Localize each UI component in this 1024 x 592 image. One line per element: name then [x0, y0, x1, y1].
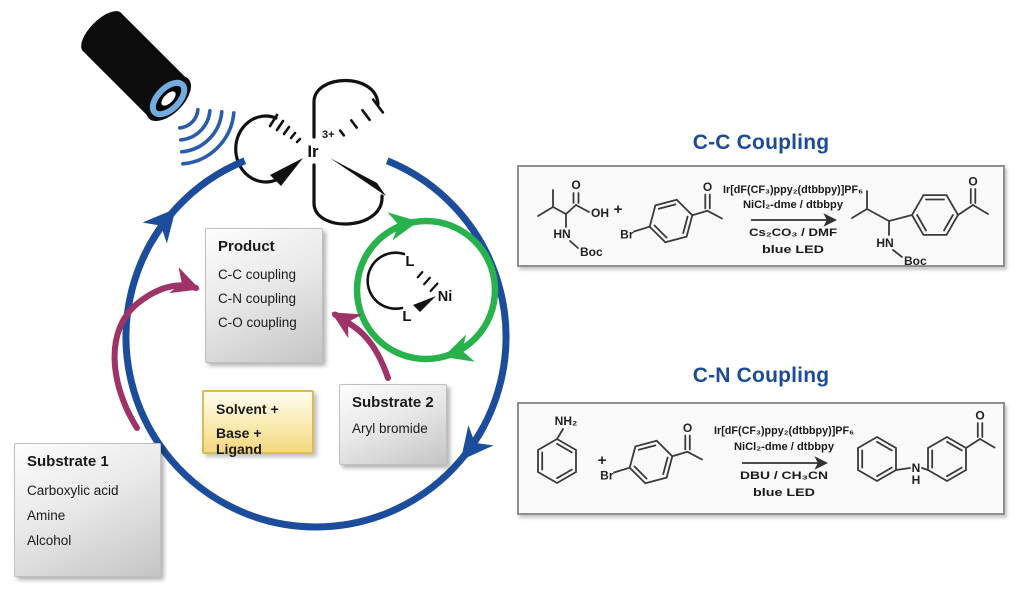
- blue-led-label: blue LED: [753, 487, 815, 499]
- cn-reaction-conditions: Ir[dF(CF₃)ppy₂(dtbbpy)]PF₆ NiCl₂-dme / d…: [714, 425, 854, 499]
- substrate1-box: Substrate 1 Carboxylic acid Amine Alcoho…: [14, 443, 161, 577]
- photocatalytic-cycle-graphic: Ir 3+ L L Ni: [81, 11, 510, 531]
- photocatalyst-label: Ir[dF(CF₃)ppy₂(dtbbpy)]PF₆: [723, 184, 863, 196]
- wedge-bond: [413, 296, 436, 312]
- nitrogen-label: N: [912, 461, 921, 475]
- blue-led-label: blue LED: [762, 244, 824, 256]
- nickel-catalyst-label: NiCl₂-dme / dtbbpy: [734, 441, 835, 453]
- iridium-charge: 3+: [322, 129, 335, 141]
- solvent-line: Base + Ligand: [216, 425, 262, 457]
- hashed-bond: [268, 98, 385, 144]
- base-solvent-label: DBU / CH₃CN: [740, 470, 828, 482]
- wedge-bond: [330, 158, 386, 196]
- ligand-label-bottom: L: [402, 308, 411, 325]
- substrate1-box-item: Amine: [27, 508, 66, 523]
- cc-coupling-scheme-box: O OH HN Boc + Br O: [517, 165, 1005, 267]
- cn-coupling-scheme-graphic: NH₂ + Br O Ir[dF(CF₃)ppy₂(dtbbpy)]PF₆: [537, 409, 996, 499]
- product-box-item: C-N coupling: [218, 291, 297, 306]
- boc-label: Boc: [904, 254, 927, 265]
- iridium-symbol: Ir: [307, 142, 319, 161]
- amine-label: HN: [876, 236, 893, 250]
- solvent-base-ligand-box: Solvent + Base + Ligand: [202, 390, 314, 457]
- product-box: Product C-C coupling C-N coupling C-O co…: [205, 228, 323, 363]
- nickel-symbol: Ni: [438, 289, 453, 305]
- base-solvent-label: Cs₂CO₃ / DMF: [749, 227, 837, 239]
- nickel-complex: L L Ni: [366, 251, 453, 325]
- substrate1-to-product-arrow: [111, 267, 200, 431]
- solvent-line: Solvent +: [216, 401, 279, 417]
- boc-valine-structure: O OH HN Boc: [537, 178, 609, 259]
- plus-sign: +: [598, 452, 607, 469]
- oxygen-label: O: [968, 175, 977, 189]
- nickel-cycle-circle: [353, 212, 499, 363]
- substrate2-box: Substrate 2 Aryl bromide: [339, 384, 447, 465]
- substrate1-box-item: Alcohol: [27, 533, 72, 548]
- boc-label: Boc: [580, 245, 603, 259]
- oxygen-label: O: [571, 178, 580, 192]
- cn-coupling-scheme-box: NH₂ + Br O Ir[dF(CF₃)ppy₂(dtbbpy)]PF₆: [517, 402, 1005, 515]
- oxygen-label: O: [683, 421, 692, 435]
- cn-product-structure: N H O: [857, 409, 996, 487]
- aryl-bromide-structure: Br O: [600, 421, 703, 485]
- hydrogen-label: H: [912, 473, 921, 487]
- substrate2-box-item: Aryl bromide: [352, 421, 428, 436]
- product-box-item: C-O coupling: [218, 315, 297, 330]
- amine-label: NH₂: [555, 414, 578, 428]
- hydroxyl-label: OH: [591, 206, 609, 220]
- amine-label: HN: [553, 227, 570, 241]
- oxygen-label: O: [975, 409, 984, 423]
- cc-coupling-title: C-C Coupling: [692, 131, 830, 154]
- bromine-label: Br: [620, 228, 634, 242]
- nickel-to-product-arrow: [331, 311, 391, 381]
- ligand-label-top: L: [405, 253, 414, 270]
- plus-sign: +: [614, 201, 623, 218]
- substrate2-box-title: Substrate 2: [352, 394, 434, 411]
- product-box-title: Product: [218, 238, 275, 255]
- cc-reaction-conditions: Ir[dF(CF₃)ppy₂(dtbbpy)]PF₆ NiCl₂-dme / d…: [723, 184, 863, 256]
- bromine-label: Br: [600, 469, 614, 483]
- oxygen-label: O: [703, 180, 712, 194]
- substrate1-box-title: Substrate 1: [27, 453, 109, 470]
- product-box-item: C-C coupling: [218, 267, 297, 282]
- aryl-bromide-structure: Br O: [620, 180, 723, 244]
- aniline-structure: NH₂: [537, 414, 578, 485]
- photocatalyst-label: Ir[dF(CF₃)ppy₂(dtbbpy)]PF₆: [714, 425, 854, 437]
- cc-product-structure: HN Boc O: [851, 175, 989, 265]
- flashlight-icon: [81, 11, 191, 121]
- nickel-catalyst-label: NiCl₂-dme / dtbbpy: [743, 199, 844, 211]
- cn-coupling-title: C-N Coupling: [692, 364, 830, 387]
- substrate1-box-item: Carboxylic acid: [27, 483, 119, 498]
- wedge-bond: [270, 158, 303, 186]
- hashed-bond: [416, 271, 439, 293]
- cc-coupling-scheme-graphic: O OH HN Boc + Br O: [537, 175, 989, 265]
- light-waves-icon: [177, 107, 236, 166]
- iridium-complex: Ir 3+: [234, 78, 386, 226]
